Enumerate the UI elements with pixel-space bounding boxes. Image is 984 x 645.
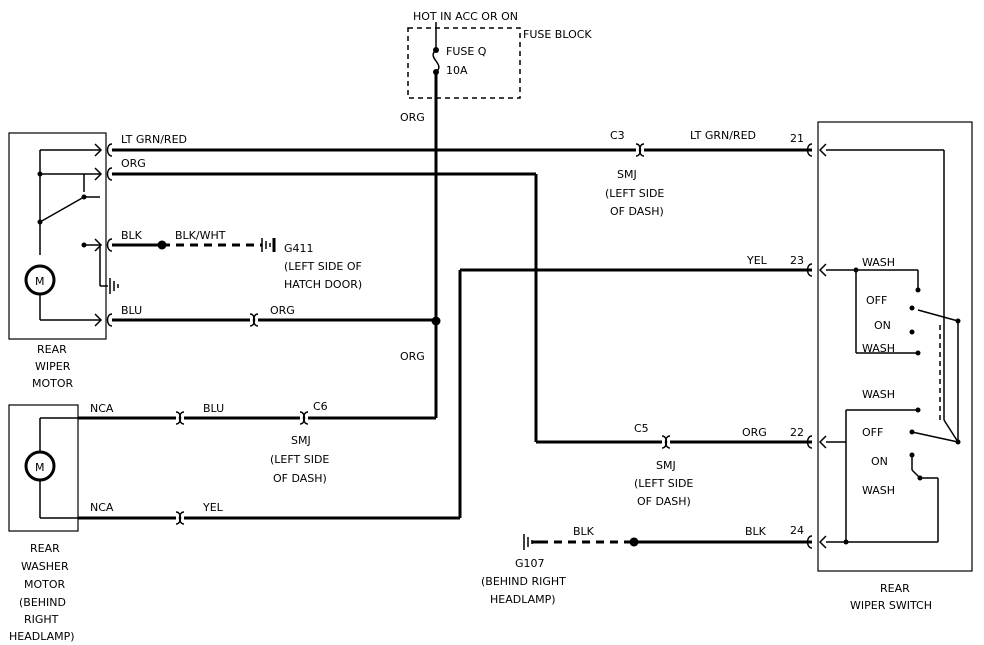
wire-label-yel-washer: YEL bbox=[202, 501, 224, 514]
wire-label-blk-motor: BLK bbox=[121, 229, 143, 242]
wire-label-nca-bottom: NCA bbox=[90, 501, 114, 514]
wire-label-ltgrn-red-right: LT GRN/RED bbox=[690, 129, 756, 142]
c3-name: C3 bbox=[610, 129, 625, 142]
switch-label-2: WIPER SWITCH bbox=[850, 599, 932, 612]
wire-label-blk-24: BLK bbox=[745, 525, 767, 538]
washer-motor-label-2: WASHER bbox=[21, 560, 69, 573]
switch-label-1: REAR bbox=[880, 582, 910, 595]
washer-motor-label-3: MOTOR bbox=[24, 578, 66, 591]
wiper-motor-m: M bbox=[35, 275, 45, 288]
c6-name: C6 bbox=[313, 400, 328, 413]
washer-motor-label-4: (BEHIND bbox=[19, 596, 66, 609]
switch-upper-wash-top: WASH bbox=[862, 256, 895, 269]
wire-label-blu-washer: BLU bbox=[203, 402, 224, 415]
wiper-motor-label-2: WIPER bbox=[35, 360, 71, 373]
washer-motor-m: M bbox=[35, 461, 45, 474]
wiper-motor-label-3: MOTOR bbox=[32, 377, 74, 390]
pin-24: 24 bbox=[790, 524, 804, 537]
wire-label-yel-23: YEL bbox=[746, 254, 768, 267]
g411-loc1: (LEFT SIDE OF bbox=[284, 260, 362, 273]
hot-in-acc-label: HOT IN ACC OR ON bbox=[413, 10, 518, 23]
wire-label-blu-motor: BLU bbox=[121, 304, 142, 317]
c3-type: SMJ bbox=[617, 168, 637, 181]
fuse-symbol bbox=[432, 49, 440, 73]
c3-loc1: (LEFT SIDE bbox=[605, 187, 664, 200]
g107-loc1: (BEHIND RIGHT bbox=[481, 575, 566, 588]
wire-label-ltgrn-red-left: LT GRN/RED bbox=[121, 133, 187, 146]
wire-label-org-vertical: ORG bbox=[400, 350, 425, 363]
c5-loc2: OF DASH) bbox=[637, 495, 691, 508]
c5-loc1: (LEFT SIDE bbox=[634, 477, 693, 490]
switch-lower-on: ON bbox=[871, 455, 888, 468]
fuse-block: HOT IN ACC OR ON FUSE BLOCK FUSE Q 10A bbox=[407, 10, 592, 99]
c6-loc2: OF DASH) bbox=[273, 472, 327, 485]
wire-label-nca-top: NCA bbox=[90, 402, 114, 415]
c6-type: SMJ bbox=[291, 434, 311, 447]
wiper-motor-outline bbox=[8, 132, 107, 340]
switch-lower-wash-top: WASH bbox=[862, 388, 895, 401]
pin-23: 23 bbox=[790, 254, 804, 267]
wire-label-org-top: ORG bbox=[121, 157, 146, 170]
g107-name: G107 bbox=[515, 557, 545, 570]
wire-label-blk-wht: BLK/WHT bbox=[175, 229, 226, 242]
g107-loc2: HEADLAMP) bbox=[490, 593, 556, 606]
wire-label-blk-g107: BLK bbox=[573, 525, 595, 538]
wire-label-org-fuse: ORG bbox=[400, 111, 425, 124]
rear-wiper-switch: 21 23 22 24 WASH OFF ON WASH bbox=[790, 121, 973, 612]
washer-motor-label-1: REAR bbox=[30, 542, 60, 555]
wire-label-org-motor: ORG bbox=[270, 304, 295, 317]
switch-upper-on: ON bbox=[874, 319, 891, 332]
switch-lower-wash-bottom: WASH bbox=[862, 484, 895, 497]
c5-type: SMJ bbox=[656, 459, 676, 472]
switch-upper-off: OFF bbox=[866, 294, 887, 307]
c5-name: C5 bbox=[634, 422, 649, 435]
rear-wiper-motor: M REAR WIPER MOTOR bbox=[8, 132, 119, 390]
washer-motor-label-5: RIGHT bbox=[24, 613, 59, 626]
rear-washer-motor: M REAR WASHER MOTOR (BEHIND RIGHT HEADLA… bbox=[8, 404, 79, 643]
fuse-block-label: FUSE BLOCK bbox=[523, 28, 592, 41]
wiper-motor-label-1: REAR bbox=[37, 343, 67, 356]
fuse-rating: 10A bbox=[446, 64, 468, 77]
g411-name: G411 bbox=[284, 242, 314, 255]
pin-22: 22 bbox=[790, 426, 804, 439]
switch-upper-wash-bottom: WASH bbox=[862, 342, 895, 355]
switch-outline bbox=[817, 121, 973, 572]
pin-21: 21 bbox=[790, 132, 804, 145]
fuse-block-outline bbox=[407, 27, 521, 99]
c3-loc2: OF DASH) bbox=[610, 205, 664, 218]
washer-motor-label-6: HEADLAMP) bbox=[9, 630, 75, 643]
washer-motor-outline bbox=[8, 404, 79, 532]
fuse-name: FUSE Q bbox=[446, 45, 487, 58]
wire-label-org-22: ORG bbox=[742, 426, 767, 439]
c6-loc1: (LEFT SIDE bbox=[270, 453, 329, 466]
switch-lower-off: OFF bbox=[862, 426, 883, 439]
g411-loc2: HATCH DOOR) bbox=[284, 278, 362, 291]
